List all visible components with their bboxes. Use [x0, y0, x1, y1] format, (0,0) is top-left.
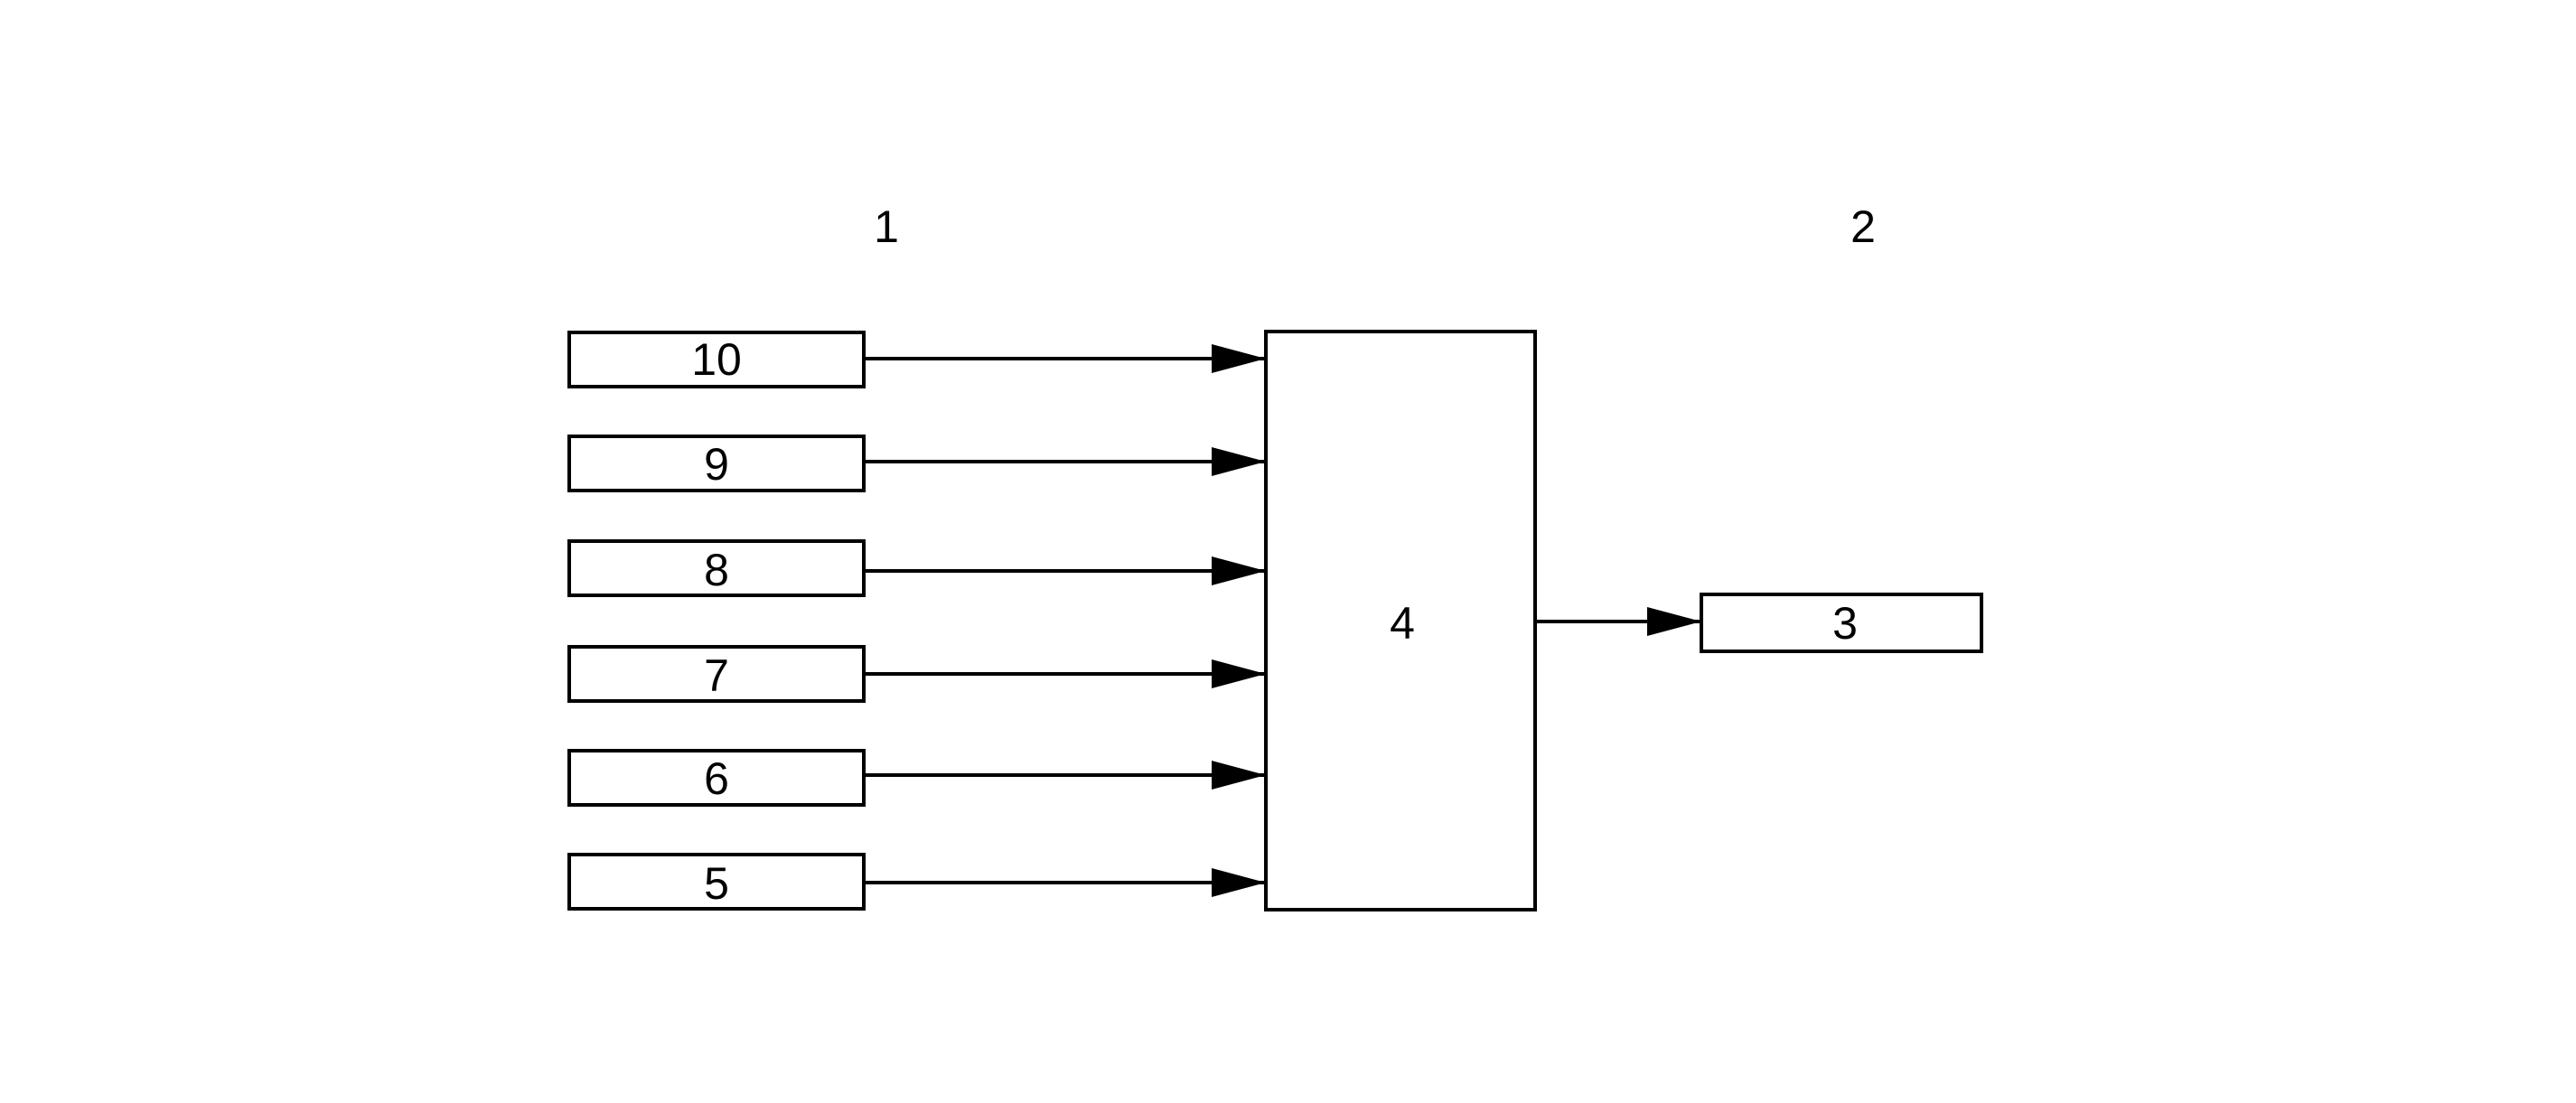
group-label-right: 2: [1850, 201, 1876, 252]
input-box-label: 7: [704, 650, 729, 701]
input-box-10: [567, 331, 866, 388]
input-box-label: 5: [704, 858, 729, 909]
input-box-9: [567, 435, 866, 492]
center-block: 4: [1264, 330, 1537, 911]
input-box-8: [567, 539, 866, 597]
center-box-label: 4: [1390, 598, 1415, 649]
output-box-label: 3: [1832, 598, 1858, 649]
group-label-left: 1: [874, 201, 899, 252]
input-block: 5: [567, 853, 866, 911]
input-box-6: [567, 749, 866, 807]
center-box: [1264, 330, 1537, 911]
input-box-label: 6: [704, 753, 729, 804]
input-block: 6: [567, 749, 866, 807]
input-box-label: 9: [704, 439, 729, 490]
input-box-label: 10: [691, 334, 742, 385]
output-box: [1700, 593, 1983, 653]
input-block: 7: [567, 645, 866, 703]
input-box-label: 8: [704, 545, 729, 595]
output-block: 3: [1700, 593, 1983, 653]
input-box-5: [567, 853, 866, 911]
input-block: 8: [567, 539, 866, 597]
input-block: 10: [567, 331, 866, 388]
input-block: 9: [567, 435, 866, 492]
